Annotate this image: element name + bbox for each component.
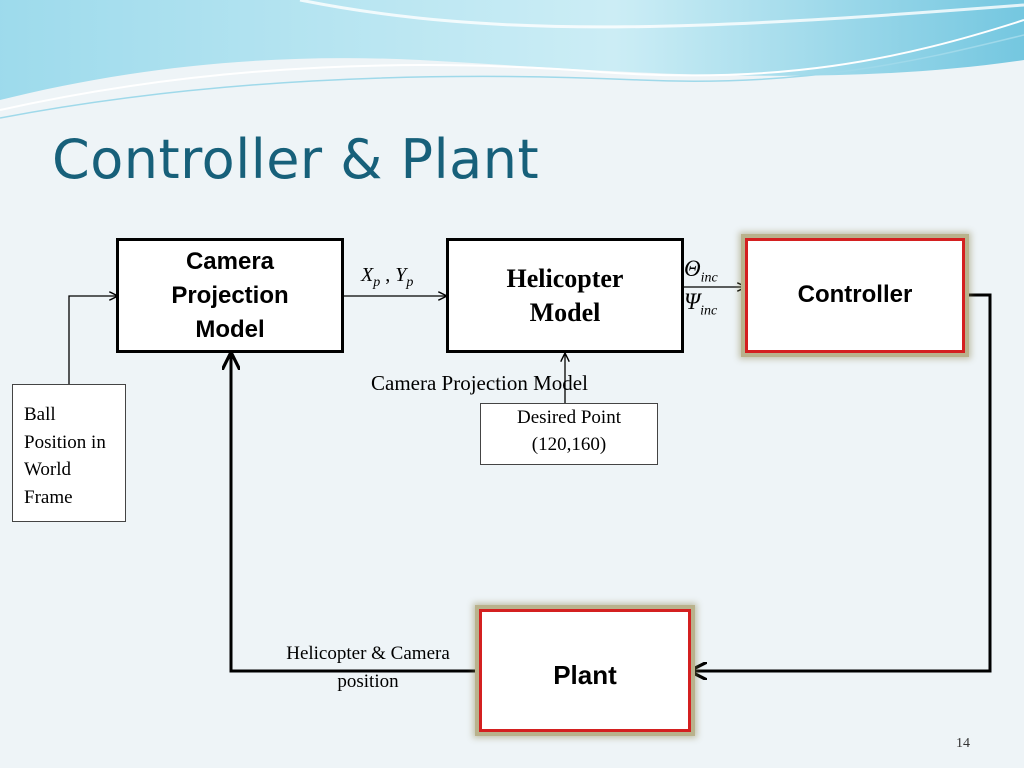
controller-block: Controller bbox=[745, 238, 965, 353]
psi-subscript: inc bbox=[700, 303, 718, 319]
theta-symbol: Θ bbox=[684, 256, 701, 281]
page-number: 14 bbox=[956, 736, 970, 751]
controller-label: Controller bbox=[797, 281, 913, 308]
desired-point-box: Desired Point (120,160) bbox=[480, 403, 658, 465]
camera-projection-model-label: Camera Projection Model bbox=[171, 247, 289, 343]
psi-inc-label: Ψinc bbox=[684, 289, 717, 320]
plant-to-camera-arrow bbox=[231, 354, 479, 673]
ball-to-camera-arrow bbox=[68, 296, 117, 384]
camera-projection-model-block: Camera Projection Model bbox=[116, 238, 344, 353]
desired-point-label: Desired Point bbox=[517, 407, 621, 428]
feedback-label-line2: position bbox=[337, 671, 399, 692]
feedback-label: Helicopter & Camera position bbox=[262, 640, 474, 696]
psi-symbol: Ψ bbox=[684, 289, 701, 314]
ball-position-box: Ball Position in World Frame bbox=[12, 384, 126, 522]
controller-to-plant-arrow bbox=[691, 293, 992, 671]
camera-projection-caption: Camera Projection Model bbox=[371, 371, 588, 395]
xp-yp-separator: , bbox=[380, 264, 396, 286]
theta-inc-label: Θinc bbox=[684, 256, 718, 287]
feedback-label-line1: Helicopter & Camera bbox=[286, 643, 450, 664]
plant-label: Plant bbox=[553, 660, 617, 690]
yp-subscript: p bbox=[406, 275, 414, 290]
plant-block: Plant bbox=[479, 609, 691, 732]
xp-yp-label: Xp , Yp bbox=[361, 264, 413, 291]
theta-subscript: inc bbox=[700, 270, 718, 286]
yp-symbol: Y bbox=[395, 264, 407, 286]
xp-subscript: p bbox=[373, 275, 381, 290]
ball-position-label: Ball Position in World Frame bbox=[24, 404, 106, 508]
helicopter-model-block: Helicopter Model bbox=[446, 238, 684, 353]
desired-point-value: (120,160) bbox=[531, 434, 607, 455]
slide-title: Controller & Plant bbox=[52, 128, 540, 191]
helicopter-model-label: Helicopter Model bbox=[506, 263, 624, 327]
xp-symbol: X bbox=[361, 264, 374, 286]
